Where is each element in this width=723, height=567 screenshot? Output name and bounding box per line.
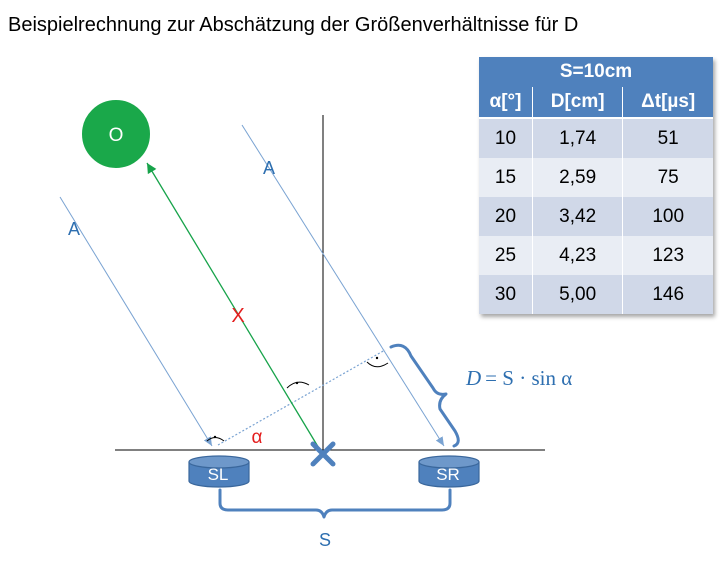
column-header-d: D[cm]	[531, 87, 623, 119]
x-label: X	[231, 305, 244, 327]
table-cell: 5,00	[531, 275, 623, 314]
formula: D= S · sin α	[465, 366, 572, 390]
table-cell: 100	[622, 197, 713, 236]
table-cell: 123	[622, 236, 713, 275]
sensor-left-icon	[188, 455, 250, 488]
table-cell: 15	[479, 158, 533, 197]
column-header-dt: Δt[µs]	[622, 87, 713, 119]
table-cell: 20	[479, 197, 533, 236]
alpha-label: α	[252, 427, 263, 448]
right-angle-dot-center	[295, 381, 299, 385]
right-angle-dot-left	[213, 435, 217, 439]
right-angle-marker-right	[366, 361, 389, 368]
perpendicular-dotted-line	[217, 349, 386, 446]
table-header: S=10cm	[479, 57, 713, 87]
center-cross-icon	[310, 441, 336, 467]
ray-right	[241, 124, 445, 447]
table-row: 25 4,23 123	[479, 236, 713, 275]
formula-rhs: = S · sin α	[485, 366, 572, 390]
ray-left-label: A	[68, 219, 80, 239]
object-circle-icon	[80, 98, 152, 170]
d-brace	[389, 343, 460, 448]
table-cell: 4,23	[531, 236, 623, 275]
table-cell: 75	[622, 158, 713, 197]
table-row: 15 2,59 75	[479, 158, 713, 197]
table-cell: 30	[479, 275, 533, 314]
table-cell: 10	[479, 118, 533, 158]
table-row: 10 1,74 51	[479, 118, 713, 158]
table-row: 30 5,00 146	[479, 275, 713, 314]
page-title: Beispielrechnung zur Abschätzung der Grö…	[8, 14, 579, 36]
formula-lhs: D	[465, 366, 481, 390]
results-table: S=10cm α[°] D[cm] Δt[µs] 10 1,74 51 15 2…	[479, 57, 713, 314]
sensor-right-label: SR	[436, 465, 460, 484]
sensor-right-icon	[418, 455, 480, 488]
right-angle-dot-right	[375, 356, 379, 360]
table-cell: 2,59	[531, 158, 623, 197]
table-row: 20 3,42 100	[479, 197, 713, 236]
s-brace	[218, 488, 452, 519]
table-cell: 25	[479, 236, 533, 275]
object-label: O	[109, 125, 124, 146]
column-header-alpha: α[°]	[479, 87, 533, 119]
ray-right-label: A	[263, 158, 275, 178]
table-cell: 3,42	[531, 197, 623, 236]
sensor-left-label: SL	[208, 465, 229, 484]
table-cell: 51	[622, 118, 713, 158]
ray-left	[59, 196, 213, 447]
spacing-label: S	[319, 530, 331, 550]
vector-x-line	[146, 162, 321, 451]
table-cell: 146	[622, 275, 713, 314]
table-cell: 1,74	[531, 118, 623, 158]
